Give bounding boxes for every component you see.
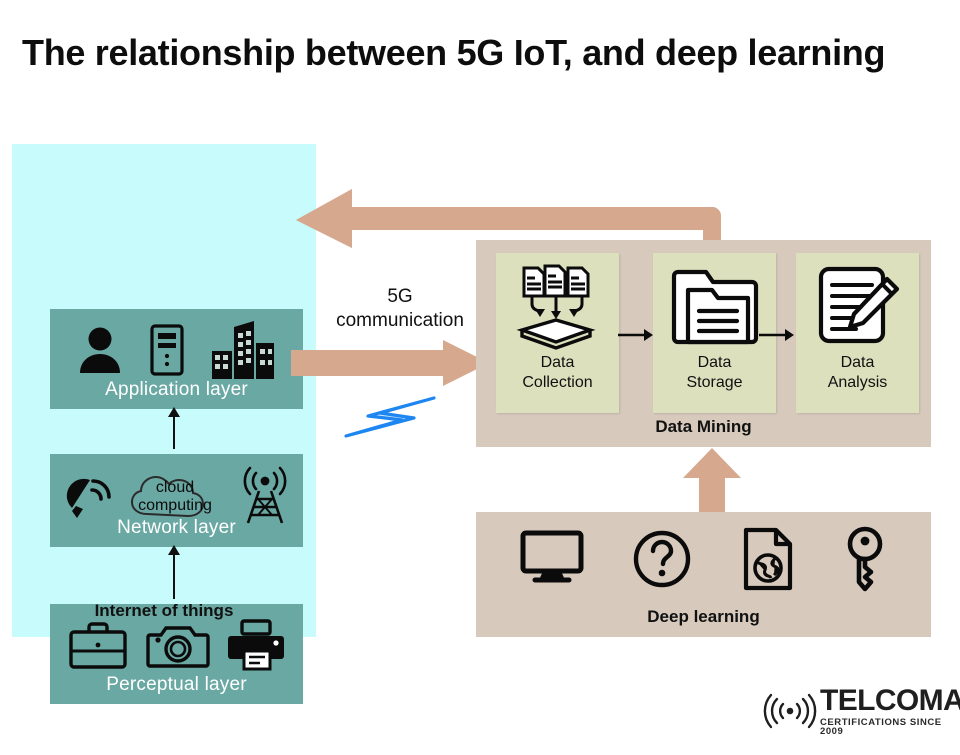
data-analysis-card[interactable]: Data Analysis (796, 253, 919, 413)
cloud-text-line2: computing (138, 497, 212, 514)
data-storage-card[interactable]: Data Storage (653, 253, 776, 413)
user-icon (77, 325, 123, 375)
application-layer-label: Application layer (105, 379, 248, 400)
perceptual-to-network-arrow-icon (168, 545, 180, 599)
up-arrow-icon (683, 448, 741, 516)
card-label-line1: Data (840, 354, 875, 371)
data-collection-label: Data Collection (496, 353, 619, 392)
fiveg-label-line2: communication (336, 309, 464, 331)
telcoma-logo: TELCOMA CERTIFICATIONS SINCE 2009 (763, 685, 960, 736)
logo-text-block: TELCOMA CERTIFICATIONS SINCE 2009 (820, 683, 960, 737)
signal-waves-icon (763, 693, 817, 729)
internet-of-things-panel: Application layer cloud comp (12, 144, 316, 704)
data-mining-label: Data Mining (655, 417, 752, 436)
documents-to-tray-icon (496, 259, 619, 355)
card-label-line2: Storage (686, 373, 743, 391)
satellite-dish-icon (62, 470, 112, 520)
globe-document-icon (742, 527, 794, 591)
elbow-left-arrow-icon (296, 186, 721, 248)
fiveg-label-line1: 5G (387, 286, 413, 307)
server-tower-icon (149, 324, 184, 376)
logo-tagline: CERTIFICATIONS SINCE 2009 (820, 716, 942, 737)
radio-tower-icon (239, 465, 291, 525)
lightning-bolt-icon (340, 392, 440, 442)
cloud-text-line1: cloud (155, 479, 193, 496)
data-analysis-label: Data Analysis (796, 353, 919, 392)
deep-learning-label: Deep learning (647, 607, 760, 626)
perceptual-layer-box[interactable]: Perceptual layer (50, 604, 303, 704)
question-mark-circle-icon (633, 530, 691, 588)
network-layer-label: Network layer (117, 517, 236, 538)
network-layer-icons: cloud computing (50, 464, 303, 526)
camera-icon (145, 621, 210, 669)
printer-icon (227, 619, 284, 671)
right-arrow-icon (291, 340, 489, 386)
card-label-line2: Collection (522, 373, 593, 391)
internet-of-things-label: Internet of things (94, 601, 234, 620)
deep-learning-icons (496, 524, 911, 594)
deep-learning-panel: Deep learning (476, 512, 931, 637)
cloud-computing-icon: cloud computing (123, 464, 227, 526)
office-buildings-icon (210, 321, 276, 379)
application-layer-icons (50, 319, 303, 381)
document-pencil-icon (796, 259, 919, 355)
page-title: The relationship between 5G IoT, and dee… (22, 32, 886, 73)
data-storage-label: Data Storage (653, 353, 776, 392)
briefcase-icon (69, 621, 127, 669)
card-label-line2: Analysis (827, 373, 888, 391)
network-layer-box[interactable]: cloud computing Network layer (50, 454, 303, 547)
data-mining-panel: Data Collection Data (476, 240, 931, 447)
perceptual-layer-icons (50, 614, 303, 676)
card-label-line1: Data (540, 354, 575, 371)
perceptual-layer-label: Perceptual layer (106, 674, 247, 695)
logo-name: TELCOMA (820, 683, 960, 717)
monitor-icon (520, 530, 584, 587)
small-right-arrow-icon (618, 328, 654, 342)
data-collection-card[interactable]: Data Collection (496, 253, 619, 413)
key-icon (844, 526, 886, 592)
fiveg-communication-label: 5G communication (320, 285, 480, 333)
folder-files-icon (653, 259, 776, 355)
card-label-line1: Data (697, 354, 732, 371)
application-layer-box[interactable]: Application layer (50, 309, 303, 409)
network-to-application-arrow-icon (168, 407, 180, 449)
small-right-arrow-icon (759, 328, 795, 342)
